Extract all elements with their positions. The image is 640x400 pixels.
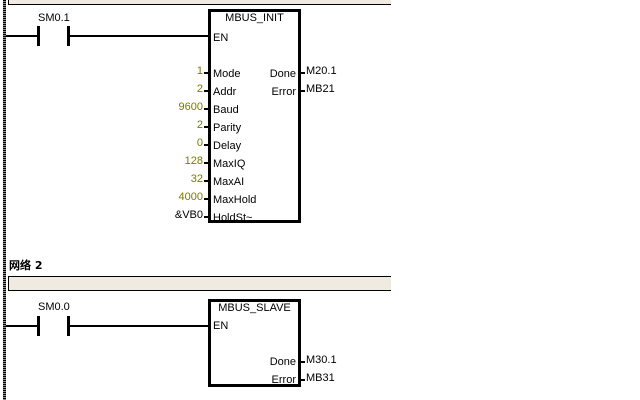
rung-wire (70, 35, 210, 37)
pin-maxiq: MaxIQ (213, 158, 246, 170)
delay-value[interactable]: 0 (196, 137, 203, 149)
error-output-value[interactable]: MB21 (306, 83, 335, 95)
pin-addr: Addr (213, 86, 237, 98)
block-title: MBUS_INIT (225, 12, 284, 24)
pin-holdstart: HoldSt~ (213, 212, 253, 224)
network2-comment-box[interactable] (8, 276, 391, 291)
contact-sm0-0-label: SM0.0 (38, 301, 70, 313)
pin-stub (204, 126, 209, 128)
contact-sm0-1-right[interactable] (67, 26, 70, 46)
left-power-rail (3, 0, 6, 400)
pin-mode: Mode (213, 68, 241, 80)
mbus-init-block[interactable]: MBUS_INIT EN Mode Addr Baud Parity Delay… (208, 9, 301, 224)
pin-stub (204, 162, 209, 164)
network2-title[interactable]: 网络 2 (9, 259, 43, 272)
maxai-value[interactable]: 32 (190, 173, 203, 185)
pin-stub (300, 361, 305, 363)
pin-stub (204, 90, 209, 92)
pin-stub (300, 90, 305, 92)
contact-sm0-0-right[interactable] (67, 316, 70, 336)
pin-delay: Delay (213, 140, 242, 152)
holdstart-value[interactable]: &VB0 (174, 209, 203, 221)
pin-stub (204, 198, 209, 200)
rung-wire (6, 325, 38, 327)
pin-stub (204, 180, 209, 182)
parity-value[interactable]: 2 (196, 119, 203, 131)
contact-sm0-0-left[interactable] (37, 316, 40, 336)
mbus-slave-block[interactable]: MBUS_SLAVE EN Done Error (208, 299, 301, 387)
block-title: MBUS_SLAVE (218, 302, 291, 314)
contact-sm0-1-label: SM0.1 (38, 12, 70, 24)
network1-comment-box[interactable] (8, 0, 391, 5)
pin-stub (204, 72, 209, 74)
pin-error: Error (271, 86, 296, 98)
pin-stub (300, 72, 305, 74)
rung-wire (6, 35, 38, 37)
pin-stub (300, 379, 305, 381)
addr-value[interactable]: 2 (196, 83, 203, 95)
done-output-value[interactable]: M30.1 (306, 354, 337, 366)
contact-sm0-1-left[interactable] (37, 26, 40, 46)
done-output-value[interactable]: M20.1 (306, 65, 337, 77)
baud-value[interactable]: 9600 (178, 101, 203, 113)
pin-done: Done (269, 356, 296, 368)
pin-stub (204, 216, 209, 218)
error-output-value[interactable]: MB31 (306, 372, 335, 384)
pin-maxai: MaxAI (213, 176, 245, 188)
pin-stub (204, 108, 209, 110)
pin-parity: Parity (213, 122, 242, 134)
maxiq-value[interactable]: 128 (184, 155, 203, 167)
pin-stub (204, 144, 209, 146)
pin-baud: Baud (213, 104, 239, 116)
pin-maxhold: MaxHold (213, 194, 257, 206)
pin-done: Done (269, 68, 296, 80)
maxhold-value[interactable]: 4000 (178, 191, 203, 203)
rung-wire (70, 325, 210, 327)
pin-en: EN (213, 320, 229, 332)
mode-value[interactable]: 1 (196, 65, 203, 77)
pin-en: EN (213, 32, 229, 44)
pin-error: Error (271, 374, 296, 386)
